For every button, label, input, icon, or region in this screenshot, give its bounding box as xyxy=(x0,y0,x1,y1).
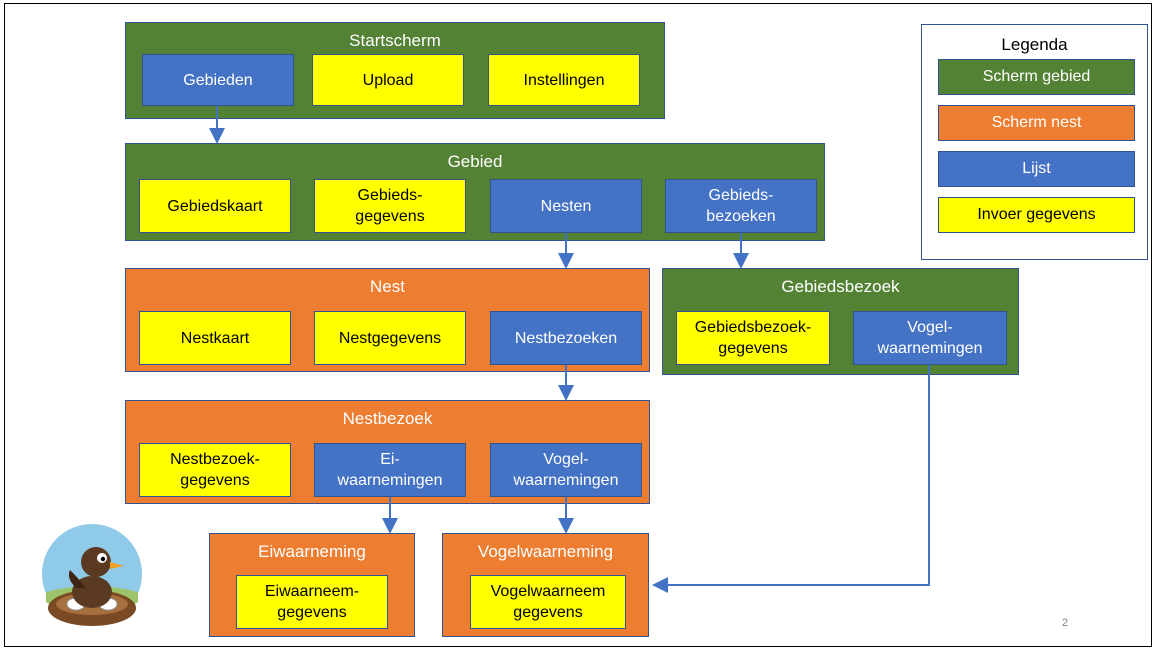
screen-title: Nestbezoek xyxy=(342,409,433,428)
screen-gebiedsbezoek: Gebiedsbezoek Gebiedsbezoek- gegevens Vo… xyxy=(662,268,1019,375)
screen-title: Eiwaarneming xyxy=(258,542,366,561)
legend-item-list: Lijst xyxy=(938,151,1135,187)
list-nesten[interactable]: Nesten xyxy=(490,179,642,233)
input-gebiedskaart[interactable]: Gebiedskaart xyxy=(139,179,291,233)
legend-item-input: Invoer gegevens xyxy=(938,197,1135,233)
input-nestkaart[interactable]: Nestkaart xyxy=(139,311,291,365)
bird-in-nest-icon xyxy=(42,524,142,626)
input-gebiedsgegevens[interactable]: Gebieds- gegevens xyxy=(314,179,466,233)
input-upload[interactable]: Upload xyxy=(312,54,464,106)
input-eiwaarneemgegevens[interactable]: Eiwaarneem- gegevens xyxy=(236,575,388,629)
list-eiwaarnemingen[interactable]: Ei- waarnemingen xyxy=(314,443,466,497)
screen-title: Startscherm xyxy=(349,31,441,50)
input-instellingen[interactable]: Instellingen xyxy=(488,54,640,106)
list-vogelwaarnemingen[interactable]: Vogel- waarnemingen xyxy=(490,443,642,497)
screen-title: Gebiedsbezoek xyxy=(781,277,900,296)
screen-vogelwaarneming: Vogelwaarneming Vogelwaarneem gegevens xyxy=(442,533,649,637)
screen-startscherm: Startscherm Gebieden Upload Instellingen xyxy=(125,22,665,119)
input-nestgegevens[interactable]: Nestgegevens xyxy=(314,311,466,365)
screen-nestbezoek: Nestbezoek Nestbezoek- gegevens Ei- waar… xyxy=(125,400,650,504)
screen-title: Gebied xyxy=(447,152,503,171)
screen-title: Vogelwaarneming xyxy=(477,542,614,561)
screen-gebied: Gebied Gebiedskaart Gebieds- gegevens Ne… xyxy=(125,143,825,241)
input-nestbezoekgegevens[interactable]: Nestbezoek- gegevens xyxy=(139,443,291,497)
legend-item-screen-nest: Scherm nest xyxy=(938,105,1135,141)
page-number: 2 xyxy=(1062,617,1069,629)
legend-title: Legenda xyxy=(1001,35,1068,54)
list-vogelwaarnemingen[interactable]: Vogel- waarnemingen xyxy=(853,311,1007,365)
list-gebieden[interactable]: Gebieden xyxy=(142,54,294,106)
legend-item-screen-area: Scherm gebied xyxy=(938,59,1135,95)
screen-eiwaarneming: Eiwaarneming Eiwaarneem- gegevens xyxy=(209,533,415,637)
screen-nest: Nest Nestkaart Nestgegevens Nestbezoeken xyxy=(125,268,650,372)
list-nestbezoeken[interactable]: Nestbezoeken xyxy=(490,311,642,365)
input-gebiedsbezoekgegevens[interactable]: Gebiedsbezoek- gegevens xyxy=(676,311,830,365)
screen-title: Nest xyxy=(370,277,405,296)
legend: Legenda Scherm gebied Scherm nest Lijst … xyxy=(921,24,1148,260)
list-gebiedsbezoeken[interactable]: Gebieds- bezoeken xyxy=(665,179,817,233)
input-vogelwaarneemgegevens[interactable]: Vogelwaarneem gegevens xyxy=(470,575,626,629)
